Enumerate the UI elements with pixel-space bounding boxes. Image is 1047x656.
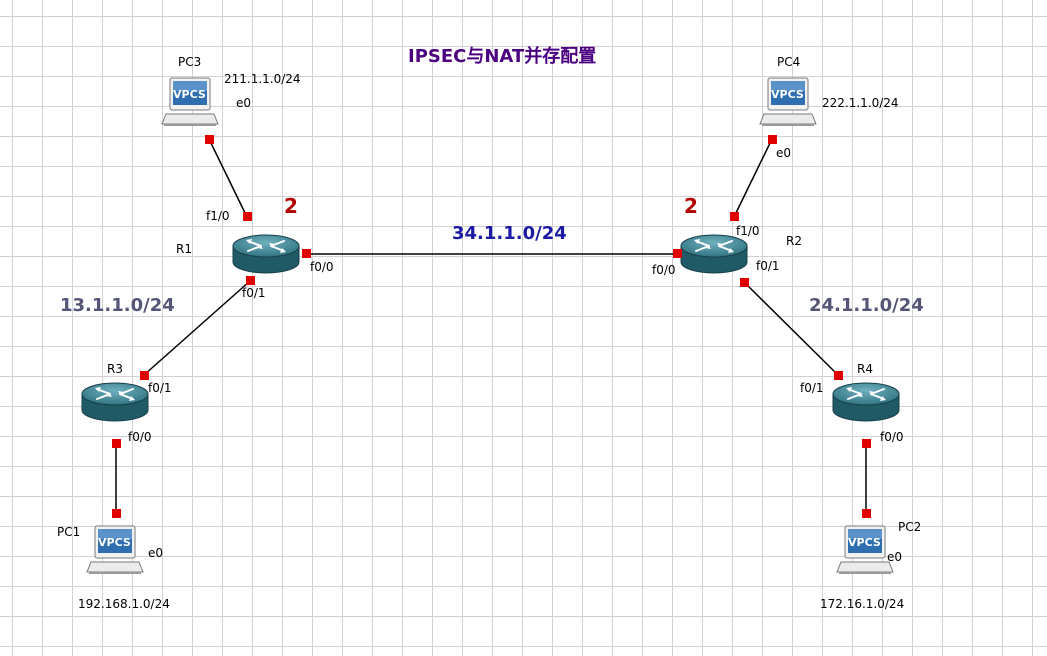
- vpcs-badge: VPCS: [98, 536, 131, 549]
- port-marker: [112, 509, 121, 518]
- pc4-name: PC4: [777, 55, 801, 69]
- subnet-r1-r3: 13.1.1.0/24: [60, 295, 175, 316]
- pc1-network: 192.168.1.0/24: [78, 597, 170, 611]
- r4-name: R4: [857, 362, 873, 376]
- r4-port-f0-1: f0/1: [800, 381, 824, 395]
- subnet-r1-r2: 34.1.1.0/24: [452, 223, 567, 244]
- r1-marker: 2: [284, 194, 298, 218]
- router-icon[interactable]: [832, 382, 900, 422]
- r3-port-f0-0: f0/0: [128, 430, 152, 444]
- r3-name: R3: [107, 362, 123, 376]
- vpcs-badge: VPCS: [173, 88, 206, 101]
- pc1-name: PC1: [57, 525, 81, 539]
- port-marker: [112, 439, 121, 448]
- link-r1-r3: [143, 280, 251, 376]
- r1-name: R1: [176, 242, 192, 256]
- pc2-network: 172.16.1.0/24: [820, 597, 905, 611]
- r2-port-f0-0: f0/0: [652, 263, 676, 277]
- port-marker: [140, 371, 149, 380]
- r2-port-f0-1: f0/1: [756, 259, 780, 273]
- vpcs-pc-icon[interactable]: [86, 525, 144, 575]
- port-marker: [740, 278, 749, 287]
- port-marker: [246, 276, 255, 285]
- r1-port-f1-0: f1/0: [206, 209, 230, 223]
- vpcs-badge: VPCS: [848, 536, 881, 549]
- port-marker: [862, 509, 871, 518]
- diagram-title: IPSEC与NAT并存配置: [408, 46, 597, 67]
- r3-port-f0-1: f0/1: [148, 381, 172, 395]
- port-marker: [862, 439, 871, 448]
- pc3-network: 211.1.1.0/24: [224, 72, 301, 86]
- port-marker: [205, 135, 214, 144]
- router-icon[interactable]: [81, 382, 149, 422]
- link-r2-pc4: [733, 138, 773, 218]
- pc2-iface: e0: [887, 550, 903, 564]
- pc2-name: PC2: [898, 520, 922, 534]
- r1-port-f0-1: f0/1: [242, 286, 266, 300]
- pc4-iface: e0: [776, 146, 792, 160]
- pc4-network: 222.1.1.0/24: [822, 96, 899, 110]
- router-icon[interactable]: [680, 234, 748, 274]
- port-marker: [834, 371, 843, 380]
- port-marker: [302, 249, 311, 258]
- vpcs-badge: VPCS: [771, 88, 804, 101]
- pc3-name: PC3: [178, 55, 202, 69]
- vpcs-pc-icon[interactable]: [161, 77, 219, 127]
- r2-marker: 2: [684, 194, 698, 218]
- r2-port-f1-0: f1/0: [736, 224, 760, 238]
- port-marker: [768, 135, 777, 144]
- link-pc3-r1: [208, 138, 248, 218]
- pc3-iface: e0: [236, 96, 252, 110]
- router-icon[interactable]: [232, 234, 300, 274]
- vpcs-pc-icon[interactable]: [836, 525, 894, 575]
- port-marker: [730, 212, 739, 221]
- pc1-iface: e0: [148, 546, 164, 560]
- r2-name: R2: [786, 234, 802, 248]
- port-marker: [673, 249, 682, 258]
- port-marker: [243, 212, 252, 221]
- link-r2-r4: [743, 281, 839, 376]
- vpcs-pc-icon[interactable]: [759, 77, 817, 127]
- r4-port-f0-0: f0/0: [880, 430, 904, 444]
- subnet-r2-r4: 24.1.1.0/24: [809, 295, 924, 316]
- r1-port-f0-0: f0/0: [310, 260, 334, 274]
